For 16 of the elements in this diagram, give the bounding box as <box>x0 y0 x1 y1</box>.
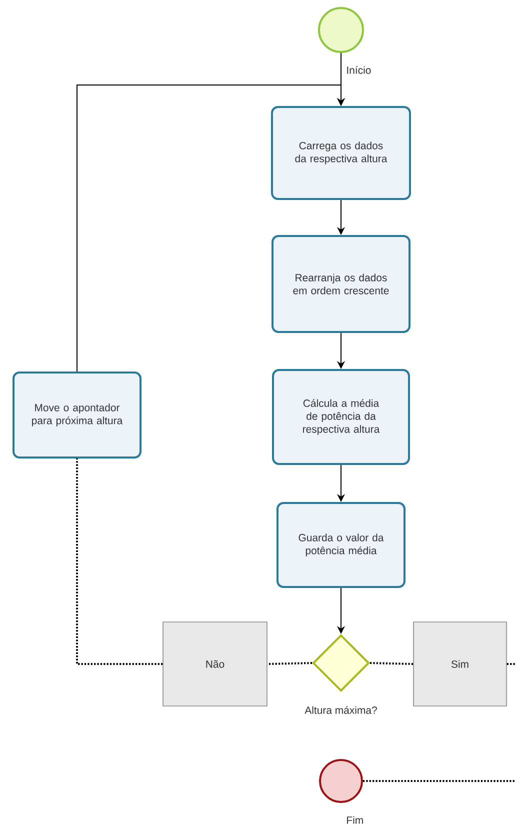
connector-line <box>506 663 516 665</box>
connector-line <box>76 458 163 665</box>
connector-line <box>370 662 414 665</box>
annotation-box: Não <box>162 622 268 706</box>
connector-line <box>363 780 516 782</box>
connector-line <box>267 662 312 665</box>
start-label: Início <box>345 65 372 75</box>
end-label: Fim <box>345 815 365 825</box>
task-box: Move o apontador para próxima altura <box>12 372 142 458</box>
annotation-box: Sim <box>413 622 507 706</box>
decision-label: Altura máxima? <box>304 706 377 714</box>
task-box: Carrega os dados da respectiva altura <box>271 106 411 200</box>
task-box: Rearranja os dados em ordem crescente <box>272 235 410 333</box>
task-box: Cálcula a média de potência da respectiva altura <box>272 369 410 465</box>
task-box: Guarda o valor da potência média <box>276 502 406 588</box>
arrow <box>76 84 346 372</box>
